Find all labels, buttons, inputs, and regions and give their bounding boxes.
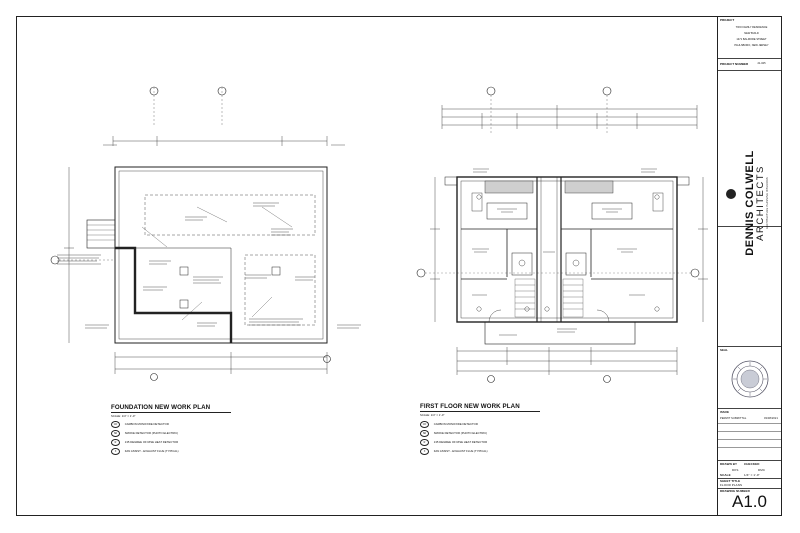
sheet-title: FLOOR PLANS [720,483,743,487]
legend-label: FAN ASSIST - EXHAUST FLUE (TYPICAL) [433,449,488,454]
legend-label: SMOKE DETECTOR (PHOTO ELECTRIC) [124,431,179,436]
legend-label: 135 DEGREE OF RISE HEAT DETECTOR [124,440,179,445]
foundation-plan-scale: SCALE: 1/4" = 1'-0" [111,414,136,418]
issue-entry: PERMIT SUBMITTAL [720,417,747,420]
project-number: 21-025 [757,62,766,65]
project-number-row: PROJECT NUMBER 21-025 [718,59,781,71]
legend-label: SMOKE DETECTOR (PHOTO ELECTRIC) [433,431,488,436]
co-detector-icon: CO [111,421,120,428]
issue-block: ISSUE PERMIT SUBMITTAL 03/08/2021 [718,409,781,461]
drawing-number-label: DRAWING NUMBER [720,489,750,493]
legend-item: R 135 DEGREE OF RISE HEAT DETECTOR [420,439,560,448]
legend-item: X FAN ASSIST - EXHAUST FLUE (TYPICAL) [420,448,560,457]
issue-date: 03/08/2021 [764,417,778,420]
exhaust-fan-icon: X [111,448,120,455]
drawing-sheet: FOUNDATION NEW WORK PLAN SCALE: 1/4" = 1… [16,16,782,516]
drawn-checked-block: DRAWN BY DKS CHECKED DMC SCALE 1/4" = 1'… [718,461,781,479]
project-info: PROJECT TWO FAMILY RESIDENCE NEW BUILD 1… [718,17,781,59]
project-line: NEW BUILD [744,32,759,35]
heat-detector-icon: R [420,439,429,446]
legend-item: SD SMOKE DETECTOR (PHOTO ELECTRIC) [111,430,251,439]
checked-label: CHECKED [744,462,760,466]
drawn-by-label: DRAWN BY [720,462,738,466]
seal-label: SEAL [720,348,729,352]
legend-item: SD SMOKE DETECTOR (PHOTO ELECTRIC) [420,430,560,439]
title-block: PROJECT TWO FAMILY RESIDENCE NEW BUILD 1… [717,17,781,515]
project-line: 1471 BALMORE STREET [736,38,767,41]
first-floor-plan [416,86,708,383]
legend-item: CO CARBON MONOXIDE DETECTOR [111,421,251,430]
legend-label: CARBON MONOXIDE DETECTOR [433,422,478,427]
first-floor-plan-title: FIRST FLOOR NEW WORK PLAN [420,403,520,410]
project-label: PROJECT [720,18,735,22]
sheet-title-label: SHEET TITLE [720,479,741,483]
first-floor-title-underline [420,411,540,412]
first-floor-legend: CO CARBON MONOXIDE DETECTOR SD SMOKE DET… [420,421,560,457]
drawn-by: DKS [732,468,739,472]
heat-detector-icon: R [111,439,120,446]
smoke-detector-icon: SD [420,430,429,437]
issue-label: ISSUE [720,410,730,414]
legend-item: CO CARBON MONOXIDE DETECTOR [420,421,560,430]
firm-block: DENNIS COLWELL ARCHITECTS ARCHITECTURE P… [718,71,781,256]
foundation-title-underline [111,412,231,413]
first-floor-plan-scale: SCALE: 1/4" = 1'-0" [420,413,445,417]
seal-block: SEAL [718,347,781,409]
legend-label: 135 DEGREE OF RISE HEAT DETECTOR [433,440,488,445]
foundation-legend: CO CARBON MONOXIDE DETECTOR SD SMOKE DET… [111,421,251,457]
sheet-number: A1.0 [732,492,767,511]
foundation-plan [50,86,361,381]
project-line: TWO FAMILY RESIDENCE [735,26,768,29]
legend-label: CARBON MONOXIDE DETECTOR [124,422,169,427]
project-line: PAULSBORO, NEW JERSEY [734,44,769,47]
drawing-area: FOUNDATION NEW WORK PLAN SCALE: 1/4" = 1… [17,17,717,515]
co-detector-icon: CO [420,421,429,428]
sheet-title-block: SHEET TITLE FLOOR PLANS [718,479,781,489]
scale-value: 1/4" = 1'-0" [744,473,760,477]
legend-label: FAN ASSIST - EXHAUST FLUE (TYPICAL) [124,449,179,454]
exhaust-fan-icon: X [420,448,429,455]
smoke-detector-icon: SD [111,430,120,437]
firm-mark-icon [726,189,736,199]
blank-block [718,227,781,347]
scale-label: SCALE [720,473,731,477]
legend-item: X FAN ASSIST - EXHAUST FLUE (TYPICAL) [111,448,251,457]
foundation-plan-title: FOUNDATION NEW WORK PLAN [111,404,211,411]
project-number-label: PROJECT NUMBER [720,62,749,66]
sheet-number-block: DRAWING NUMBER A1.0 [718,489,781,515]
checked-by: DMC [758,468,766,472]
architect-seal-icon [731,360,769,398]
legend-item: R 135 DEGREE OF RISE HEAT DETECTOR [111,439,251,448]
plans-drawing [50,86,708,383]
